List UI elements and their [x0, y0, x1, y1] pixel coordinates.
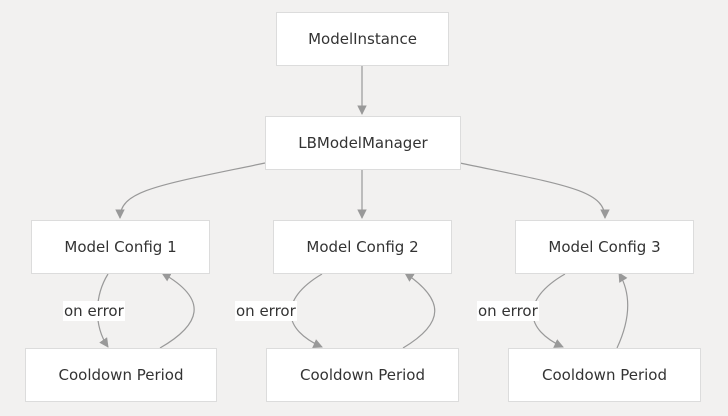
edge-cooldown-3-to-config-3	[616, 272, 629, 349]
node-cooldown-period-3: Cooldown Period	[508, 348, 701, 402]
edge-label-config-2-on-error: on error	[235, 301, 297, 321]
node-model-config-1: Model Config 1	[31, 220, 210, 274]
node-cooldown-period-1: Cooldown Period	[25, 348, 217, 402]
node-lb-model-manager: LBModelManager	[265, 116, 461, 170]
edge-label-config-1-on-error: on error	[63, 301, 125, 321]
node-model-instance: ModelInstance	[276, 12, 449, 66]
edge-manager-to-config-3	[459, 162, 610, 219]
edge-manager-to-config-1	[115, 162, 266, 219]
edge-cooldown-2-to-config-2	[402, 272, 436, 349]
node-cooldown-period-2: Cooldown Period	[266, 348, 459, 402]
node-model-config-2: Model Config 2	[273, 220, 452, 274]
node-model-config-3: Model Config 3	[515, 220, 694, 274]
edge-label-config-3-on-error: on error	[477, 301, 539, 321]
edge-cooldown-1-to-config-1	[159, 272, 195, 349]
